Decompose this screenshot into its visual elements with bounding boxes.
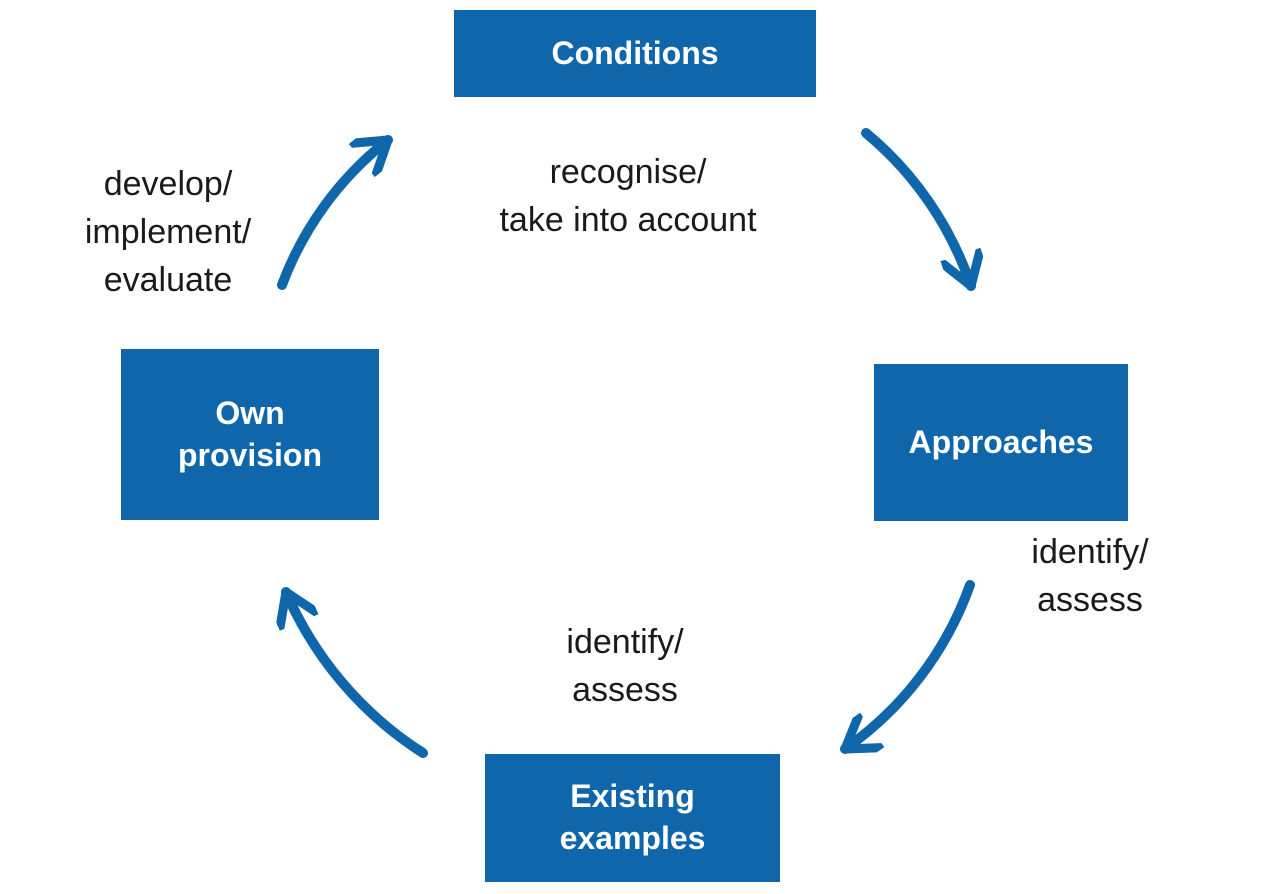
- edge-label-recognise-take-into-account: recognise/ take into account: [499, 153, 757, 239]
- arrow-existing-examples-to-own-provision: [286, 587, 428, 758]
- arrow-conditions-to-approaches: [861, 128, 971, 291]
- node-own-provision: Own provision: [121, 349, 379, 520]
- node-existing-examples: Existing examples: [485, 754, 780, 882]
- node-own-provision-label: Own provision: [177, 394, 322, 473]
- edge-label-develop-implement-evaluate: develop/ implement/ evaluate: [84, 165, 252, 299]
- node-conditions-label: Conditions: [551, 34, 719, 71]
- node-approaches-label: Approaches: [908, 423, 1094, 460]
- node-conditions: Conditions: [454, 10, 816, 97]
- edge-label-identify-assess-bottom: identify/ assess: [566, 623, 684, 709]
- arrow-approaches-to-existing-examples: [840, 580, 975, 754]
- node-approaches: Approaches: [874, 364, 1128, 521]
- node-existing-examples-label: Existing examples: [559, 778, 706, 856]
- arrow-own-provision-to-conditions: [277, 135, 393, 290]
- edge-label-identify-assess-right: identify/ assess: [1031, 533, 1149, 619]
